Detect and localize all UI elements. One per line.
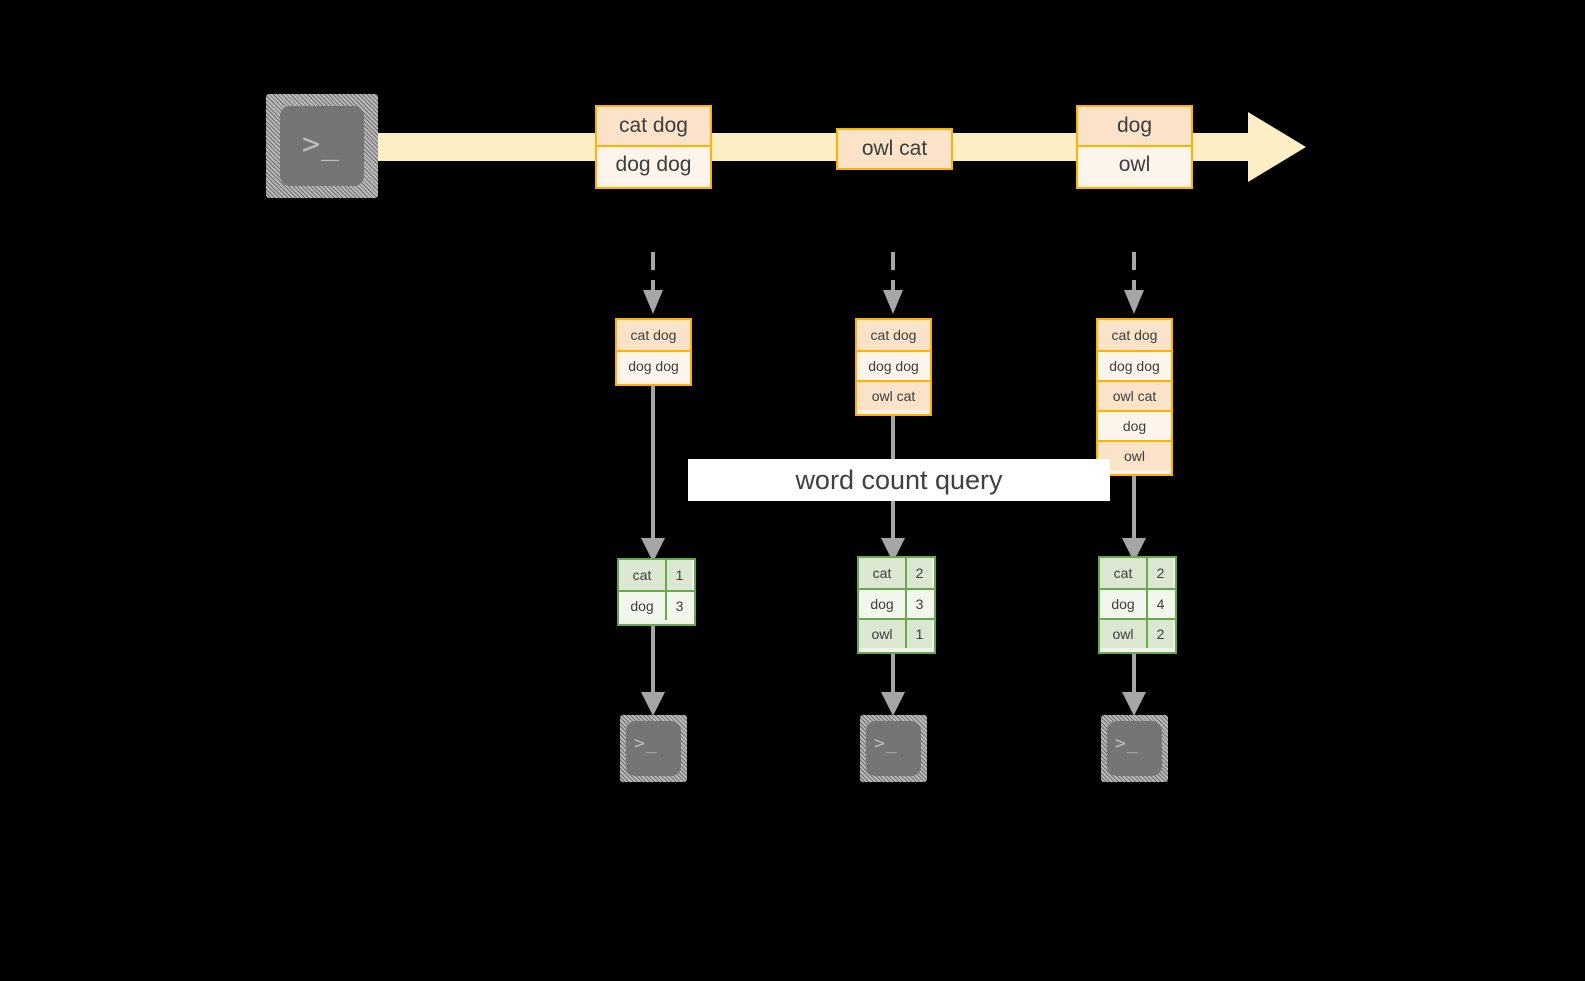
table-cell-word: cat <box>619 560 667 590</box>
terminal-prompt-glyph: >_ <box>874 733 898 754</box>
table-row: owl 1 <box>859 618 934 648</box>
snapshot-record: owl cat <box>857 380 930 410</box>
snapshot-record: cat dog <box>1098 320 1171 350</box>
terminal-prompt-glyph: >_ <box>302 127 341 162</box>
terminal-prompt-glyph: >_ <box>634 733 658 754</box>
snapshot-record: dog <box>1098 410 1171 440</box>
stream-records-2: owl cat <box>836 128 953 170</box>
terminal-body <box>626 721 681 776</box>
source-terminal-icon: >_ <box>266 94 378 198</box>
snapshot-3: cat dog dog dog owl cat dog owl <box>1096 318 1173 476</box>
table-cell-word: dog <box>619 592 667 620</box>
table-cell-word: cat <box>1100 558 1148 588</box>
result-table-1: cat 1 dog 3 <box>617 558 696 626</box>
table-cell-word: cat <box>859 558 907 588</box>
table-row: cat 2 <box>1100 558 1175 588</box>
snapshot-record: cat dog <box>617 320 690 350</box>
query-banner-label: word count query <box>688 459 1110 501</box>
snapshot-arrow-1 <box>643 252 663 314</box>
table-row: cat 2 <box>859 558 934 588</box>
sink-terminal-icon-2: >_ <box>860 715 927 782</box>
table-cell-count: 3 <box>667 592 692 620</box>
snapshot-record: owl cat <box>1098 380 1171 410</box>
terminal-body <box>866 721 921 776</box>
snapshot-1: cat dog dog dog <box>615 318 692 386</box>
table-row: cat 1 <box>619 560 694 590</box>
table-cell-count: 2 <box>1148 558 1173 588</box>
stream-records-1: cat dog dog dog <box>595 105 712 189</box>
snapshot-2: cat dog dog dog owl cat <box>855 318 932 416</box>
terminal-prompt-glyph: >_ <box>1115 733 1139 754</box>
query-arrow-1 <box>641 386 665 562</box>
table-cell-count: 4 <box>1148 590 1173 618</box>
stream-record: owl <box>1078 145 1191 183</box>
table-cell-count: 1 <box>907 620 932 648</box>
output-arrow-1 <box>641 626 665 716</box>
result-table-3: cat 2 dog 4 owl 2 <box>1098 556 1177 654</box>
table-cell-count: 3 <box>907 590 932 618</box>
snapshot-record: owl <box>1098 440 1171 470</box>
table-cell-word: owl <box>1100 620 1148 648</box>
output-arrow-3 <box>1122 654 1146 716</box>
sink-terminal-icon-1: >_ <box>620 715 687 782</box>
table-cell-word: dog <box>859 590 907 618</box>
terminal-body <box>1107 721 1162 776</box>
snapshot-arrow-2 <box>883 252 903 314</box>
snapshot-record: dog dog <box>857 350 930 380</box>
stream-record: dog dog <box>597 145 710 183</box>
table-cell-count: 2 <box>907 558 932 588</box>
output-arrow-2 <box>881 654 905 716</box>
snapshot-record: dog dog <box>617 350 690 380</box>
table-cell-word: owl <box>859 620 907 648</box>
snapshot-record: dog dog <box>1098 350 1171 380</box>
table-row: dog 3 <box>859 588 934 618</box>
snapshot-arrow-3 <box>1124 252 1144 314</box>
stream-record: owl cat <box>838 130 951 168</box>
sink-terminal-icon-3: >_ <box>1101 715 1168 782</box>
stream-record: dog <box>1078 107 1191 145</box>
terminal-body <box>280 106 364 186</box>
query-arrow-3 <box>1122 476 1146 562</box>
table-cell-word: dog <box>1100 590 1148 618</box>
table-cell-count: 1 <box>667 560 692 590</box>
result-table-2: cat 2 dog 3 owl 1 <box>857 556 936 654</box>
table-row: dog 3 <box>619 590 694 620</box>
table-cell-count: 2 <box>1148 620 1173 648</box>
snapshot-record: cat dog <box>857 320 930 350</box>
stream-record: cat dog <box>597 107 710 145</box>
table-row: owl 2 <box>1100 618 1175 648</box>
table-row: dog 4 <box>1100 588 1175 618</box>
stream-records-3: dog owl <box>1076 105 1193 189</box>
